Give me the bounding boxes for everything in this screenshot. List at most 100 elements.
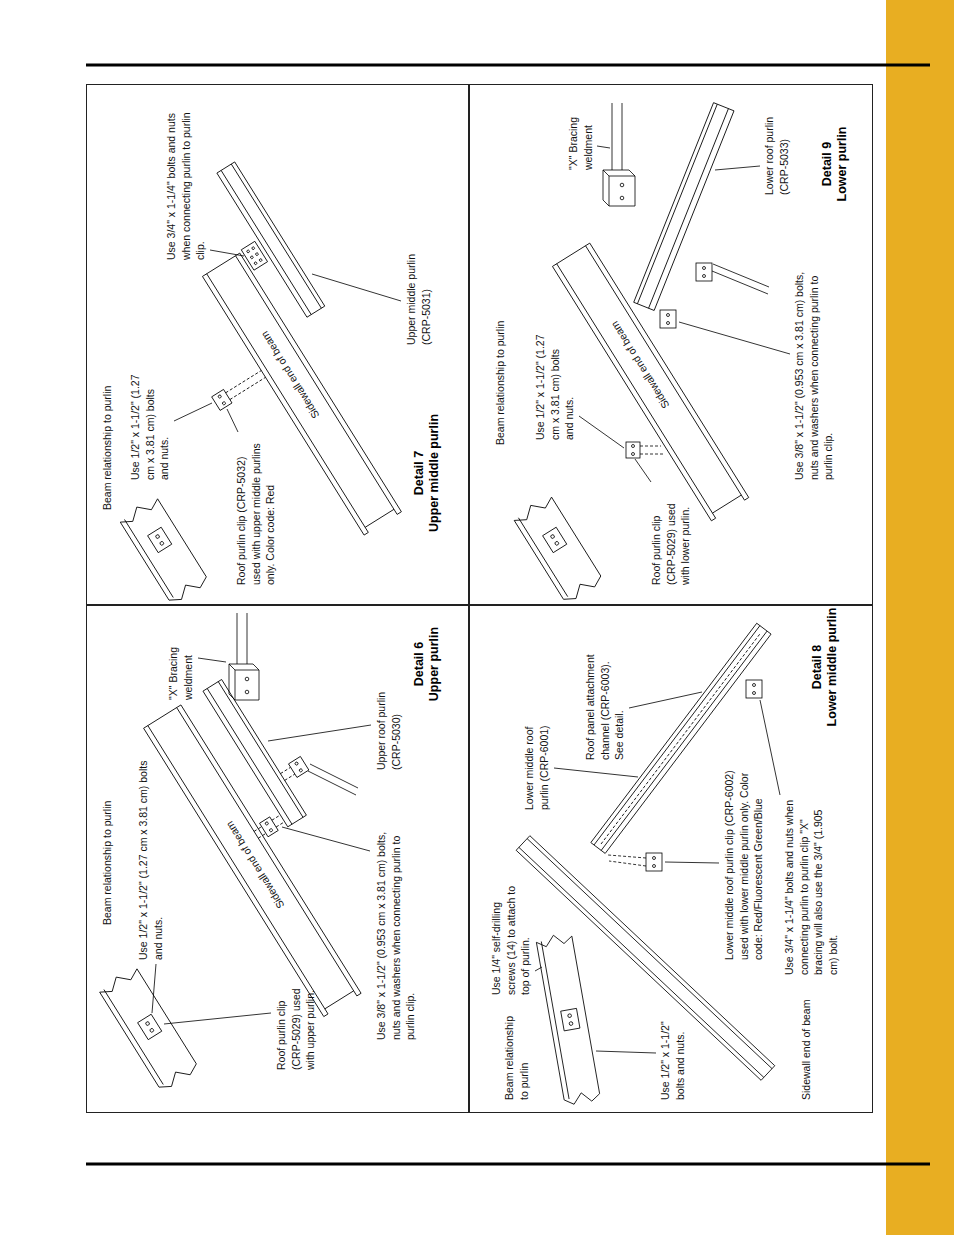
beam-and-purlin-part (265, 821, 269, 825)
beam-and-purlin-part (289, 756, 309, 777)
leader-line (152, 658, 371, 1024)
detail-heading-block: Detail 9Lower purlin (820, 127, 850, 202)
beam-and-purlin-part (203, 679, 306, 826)
beam-inset-part (536, 932, 601, 1106)
purlin-part (634, 103, 734, 311)
detail-8-art-part (753, 684, 756, 687)
detail-9-art-part (620, 183, 624, 187)
detail-7-art (113, 162, 439, 605)
beam-and-purlin-part (217, 162, 325, 317)
beam-and-purlin-part (250, 256, 254, 260)
beam-inset-part (512, 494, 604, 605)
detail-9-art-part (660, 310, 676, 328)
detail-9-art-part (632, 445, 635, 448)
detail-9-art-part (696, 263, 712, 281)
callout-label: Lower middle roof purlin clip (CRP-6002)… (722, 748, 766, 960)
callout-label: Beam relationship to purlin (100, 386, 115, 510)
detail-6-art-part (245, 690, 249, 694)
beam-inset-part (554, 541, 559, 546)
callout-label: Use 1/2" x 1-1/2" bolts and nuts. (658, 1005, 687, 1100)
beam-and-purlin-part (222, 401, 226, 405)
detail-9-art-part (632, 453, 635, 456)
callout-label: Use 3/4" x 1-1/4" bolts and nuts when co… (164, 110, 208, 260)
beam-and-purlin-part (254, 815, 285, 838)
detail-8-art-part (753, 692, 756, 695)
beam-inset-part (159, 541, 164, 546)
detail-heading: Lower purlin (835, 127, 850, 202)
beam-inset-part (561, 1008, 580, 1030)
beam-and-purlin-part (251, 246, 255, 250)
beam-and-purlin-part (260, 817, 279, 837)
beam-label: Sidewall end of beam (256, 327, 324, 423)
callout-label: Use 3/4" x 1-1/4" bolts and nuts when co… (782, 800, 840, 975)
beam-and-purlin-part (259, 258, 263, 262)
detail-heading-block: Detail 6Upper purlin (412, 627, 442, 701)
rotated-sheet: Detail 6Upper purlinDetail 7Upper middle… (86, 84, 873, 1113)
beam-inset-part (138, 1014, 162, 1039)
detail-9-art-part (612, 103, 622, 170)
beam-part (552, 243, 748, 521)
leader-line (174, 250, 401, 432)
callout-label: Use 1/2" x 1-1/2" (1.27 cm x 3.81 cm) bo… (136, 742, 165, 960)
beam-inset-part (550, 534, 555, 539)
detail-9-art-part (712, 264, 769, 294)
detail-9-art-part (667, 314, 670, 317)
detail-9-art-part (703, 267, 706, 270)
detail-9-art-part (620, 196, 624, 200)
bottom-rule (86, 1163, 930, 1166)
detail-6-art-part (245, 677, 249, 681)
beam-inset-part (149, 1028, 154, 1033)
callout-label: Upper middle purlin (CRP-5031) (404, 253, 433, 345)
callout-label: Roof purlin clip (CRP-5032) used with up… (234, 435, 278, 585)
callout-label: Beam relationship to purlin (100, 801, 115, 925)
beam-and-purlin-part (226, 371, 266, 400)
beam-and-purlin-part (299, 768, 303, 772)
callout-label: Upper roof purlin (CRP-5030) (374, 675, 403, 770)
top-rule (86, 64, 930, 67)
beam-inset (118, 495, 209, 605)
detail-9-art-part (603, 170, 635, 206)
detail-9-art-part (640, 446, 665, 454)
callout-label: Use 1/2" x 1-1/2" (1.27 cm x 3.81 cm) bo… (533, 332, 577, 440)
detail-9-art-part (703, 275, 706, 278)
beam (552, 243, 748, 521)
callout-label: Sidewall end of beam (799, 1000, 814, 1100)
detail-heading: Detail 6 (412, 627, 427, 701)
callout-label: Lower middle roof purlin (CRP-6001) (522, 710, 551, 810)
detail-heading: Detail 7 (412, 414, 427, 532)
callout-label: Use 1/4" self-drilling screws (14) to at… (489, 870, 533, 995)
detail-9-art (512, 103, 790, 605)
detail-heading: Detail 9 (820, 127, 835, 202)
side-tab (886, 0, 954, 1235)
detail-heading-block: Detail 7Upper middle purlin (412, 414, 442, 532)
beam-inset (512, 494, 604, 605)
detail-9-art-part (667, 322, 670, 325)
beam-and-purlin-part (218, 394, 222, 398)
beam-inset-part (543, 527, 567, 552)
callout-label: Roof purlin clip (CRP-5029) used with up… (274, 970, 318, 1070)
beam-and-purlin-part (202, 253, 401, 535)
detail-9-art-part (609, 176, 635, 206)
detail-6-art-part (308, 764, 358, 795)
detail-heading: Upper purlin (427, 627, 442, 701)
detail-8-art-part (653, 857, 656, 860)
detail-9-art-part (626, 442, 640, 458)
detail-heading: Detail 8 (810, 608, 825, 727)
beam-inset-part (118, 495, 209, 605)
callout-label: Lower roof purlin (CRP-5033) (762, 103, 791, 195)
beam-inset-part (569, 1021, 573, 1025)
detail-8-art (516, 623, 780, 1106)
detail-6-art-part (237, 613, 247, 664)
detail-8-art-part (646, 853, 662, 871)
beam-and-purlin-part (294, 761, 298, 765)
callout-label: Use 3/8" x 1-1/2" (0.953 cm x 3.81 cm) b… (792, 250, 836, 480)
leader-line (579, 146, 790, 482)
callout-label: "X" Bracing weldment (566, 102, 595, 170)
detail-6-art (98, 613, 424, 1092)
beam-and-purlin-part (212, 389, 232, 410)
beam-inset (98, 965, 200, 1092)
detail-8-art-part (653, 865, 656, 868)
beam-inset-part (155, 534, 160, 539)
beam-and-purlin-part (269, 828, 273, 832)
beam-and-purlin-part (254, 261, 258, 265)
